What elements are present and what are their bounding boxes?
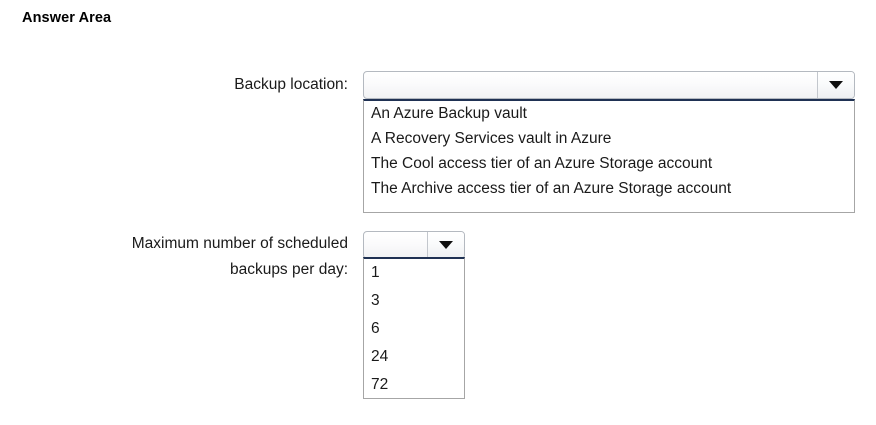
max-scheduled-backups-label-line-1: Maximum number of scheduled bbox=[131, 235, 348, 252]
max-scheduled-backups-label: Maximum number of scheduled backups per … bbox=[30, 231, 348, 283]
list-item[interactable]: 24 bbox=[371, 348, 389, 365]
backup-location-label: Backup location: bbox=[150, 72, 348, 98]
backup-location-combobox[interactable] bbox=[363, 71, 855, 99]
backup-location-label-line-1: Backup location: bbox=[234, 76, 348, 93]
list-item[interactable]: The Cool access tier of an Azure Storage… bbox=[371, 154, 713, 172]
list-item[interactable]: 72 bbox=[371, 376, 389, 393]
chevron-down-glyph bbox=[439, 241, 453, 249]
list-item[interactable]: A Recovery Services vault in Azure bbox=[371, 129, 612, 147]
max-scheduled-backups-selected-value[interactable] bbox=[364, 232, 427, 258]
max-scheduled-backups-option-list[interactable]: 1 3 6 24 72 bbox=[363, 257, 465, 399]
max-scheduled-backups-label-line-2: backups per day: bbox=[229, 261, 348, 278]
list-item[interactable]: The Archive access tier of an Azure Stor… bbox=[371, 179, 732, 197]
list-item[interactable]: 3 bbox=[371, 292, 380, 309]
chevron-down-icon[interactable] bbox=[817, 72, 854, 98]
list-item[interactable]: An Azure Backup vault bbox=[371, 104, 527, 122]
page-title: Answer Area bbox=[22, 10, 112, 26]
backup-location-option-list[interactable]: An Azure Backup vault A Recovery Service… bbox=[363, 99, 855, 213]
list-item[interactable]: 1 bbox=[371, 264, 380, 281]
chevron-down-glyph bbox=[829, 81, 843, 89]
max-scheduled-backups-combobox[interactable] bbox=[363, 231, 465, 259]
backup-location-selected-value[interactable] bbox=[364, 72, 817, 98]
list-item[interactable]: 6 bbox=[371, 320, 380, 337]
chevron-down-icon[interactable] bbox=[427, 232, 464, 258]
